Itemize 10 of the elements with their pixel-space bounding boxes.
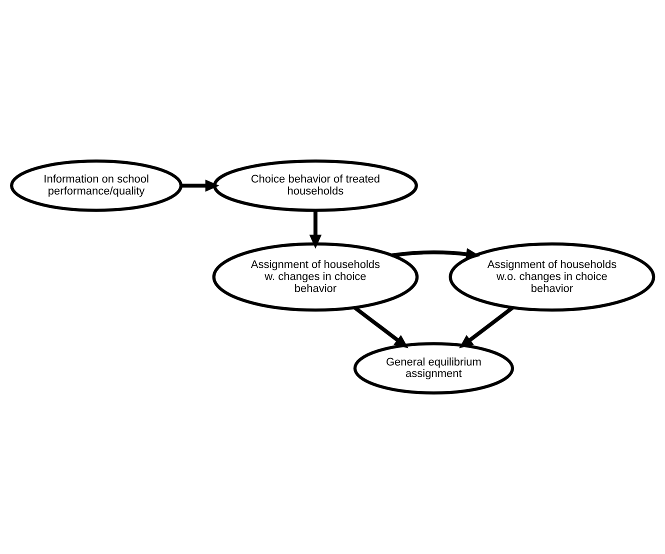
arrow <box>392 248 480 260</box>
arrow <box>181 180 220 192</box>
node-ellipse: General equilibrium assignment <box>353 342 514 395</box>
node-ellipse: Assignment of households w.o. changes in choice behavior <box>448 242 656 312</box>
node-ellipse: Assignment of households w. changes in choice behavior <box>212 242 419 312</box>
node-ellipse: Information on school performance/quality <box>10 159 183 212</box>
arrow <box>309 210 322 249</box>
arrow <box>353 306 408 348</box>
arrow <box>459 306 514 348</box>
node-ellipse: Choice behavior of treated households <box>213 159 418 212</box>
